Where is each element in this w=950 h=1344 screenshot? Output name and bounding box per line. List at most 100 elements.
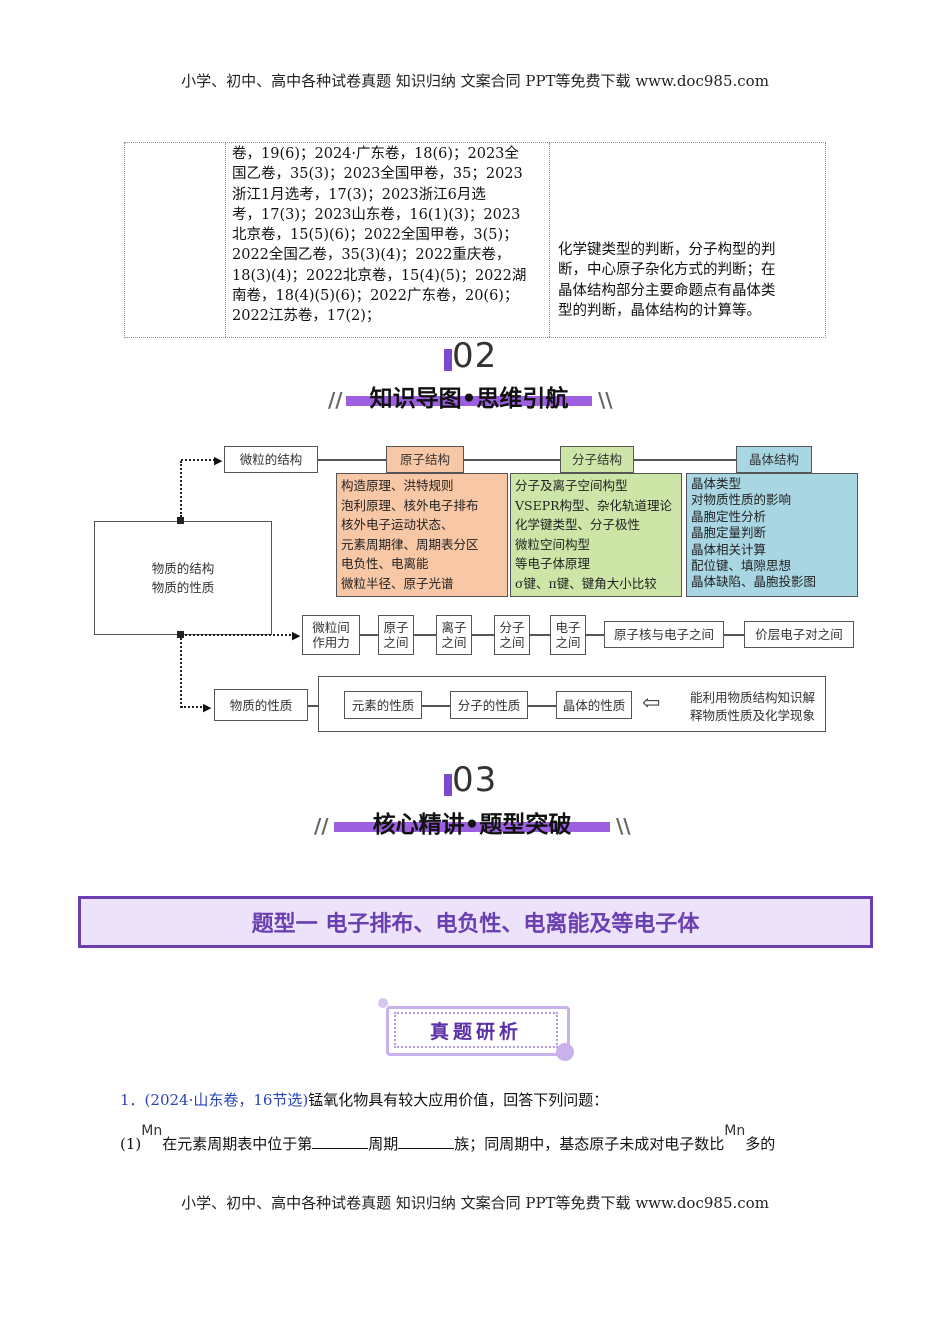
section-title-underline	[346, 396, 592, 406]
between-electrons-box: 电子 之间	[550, 615, 586, 655]
molecule-structure-title: 分子结构	[560, 446, 634, 473]
slash-left-icon: //	[314, 814, 329, 838]
connector-node	[177, 517, 184, 524]
exam-line: 国乙卷，35(3)；2023全国甲卷，35；2023	[232, 166, 523, 183]
property-box: 物质的性质	[214, 689, 308, 721]
slash-right-icon: \\	[616, 814, 631, 838]
atom-item: 核外电子运动状态、	[341, 517, 454, 532]
section-03-number: 03	[452, 760, 498, 800]
exam-line: 南卷，18(4)(5)(6)；2022广东卷，20(6)；	[232, 288, 519, 305]
arrow-right-icon: ▶	[292, 629, 301, 642]
crystal-structure-details: 晶体类型 对物质性质的影响 晶胞定性分析 晶胞定量判断 晶体相关计算 配位键、填…	[686, 473, 858, 597]
atom-item: 元素周期律、周期表分区	[341, 536, 479, 552]
nucleus-electron-box: 原子核与电子之间	[604, 621, 724, 648]
crystal-item: 晶胞定性分析	[691, 508, 767, 524]
exam-table	[124, 142, 826, 338]
section-02-title: 知识导图•思维引航	[369, 386, 569, 412]
molecule-item: 分子及离子空间构型	[515, 478, 628, 493]
focus-line: 化学键类型的判断，分子构型的判	[558, 242, 776, 258]
connector-node	[177, 631, 184, 638]
note-line: 释物质性质及化学现象	[690, 708, 816, 723]
question-source: (2024·山东卷，16节选)	[144, 1091, 309, 1109]
connector-line	[318, 459, 386, 461]
page-footer: 小学、初中、高中各种试卷真题 知识归纳 文案合同 PPT等免费下载 www.do…	[181, 1194, 769, 1212]
section-02-number: 02	[452, 336, 498, 376]
arrow-right-icon: ▶	[214, 454, 223, 467]
property-note: 能利用物质结构知识解 释物质性质及化学现象	[690, 689, 815, 725]
focus-line: 晶体结构部分主要命题点有晶体类	[558, 282, 776, 299]
crystal-item: 晶体相关计算	[691, 541, 767, 557]
crystal-item: 晶体缺陷、晶胞投影图	[691, 574, 817, 590]
connector-line	[586, 634, 604, 636]
connector-line	[634, 459, 736, 461]
connector-line	[360, 634, 378, 636]
element-property-box: 元素的性质	[344, 691, 422, 719]
focus-line: 型的判断，晶体结构的计算等。	[558, 302, 761, 319]
atom-item: 电负性、电离能	[341, 556, 429, 571]
connector-line	[530, 634, 550, 636]
answer-blank[interactable]	[398, 1134, 455, 1149]
dotted-connector	[181, 634, 295, 636]
section-03-title: 核心精讲•题型突破	[372, 812, 572, 838]
section-number-bar	[444, 774, 452, 796]
exam-line: 18(3)(4)；2022北京卷，15(4)(5)；2022湖	[232, 267, 527, 284]
crystal-structure-title: 晶体结构	[736, 446, 812, 473]
crystal-item: 对物质性质的影响	[691, 492, 792, 508]
mn-symbol: Mn	[141, 1123, 163, 1139]
between-ions-box: 离子 之间	[436, 615, 472, 655]
atom-item: 构造原理、洪特规则	[341, 478, 454, 493]
center-line: 物质的结构	[151, 561, 215, 576]
decor-dot	[378, 998, 388, 1008]
exam-line: 2022全国乙卷，35(3)(4)；2022重庆卷，	[232, 247, 511, 264]
molecule-item: σ键、π键、键角大小比较	[515, 575, 657, 591]
crystal-property-box: 晶体的性质	[556, 691, 632, 719]
crystal-item: 配位键、填隙思想	[691, 558, 792, 574]
exam-list-cell: 卷，19(6)；2024·广东卷，18(6)；2023全 国乙卷，35(3)；2…	[232, 144, 544, 327]
arrow-right-icon: ▶	[203, 701, 212, 714]
dotted-connector	[180, 638, 182, 708]
atom-item: 泡利原理、核外电子排布	[341, 497, 479, 513]
part-text-d: 多的	[745, 1135, 776, 1153]
part-label: (1)	[120, 1135, 142, 1153]
part-text-c: 族；同周期中，基态原子未成对电子数比	[454, 1135, 725, 1153]
exam-line: 北京卷，15(5)(6)；2022全国甲卷，3(5)；	[232, 227, 518, 244]
question-type-banner: 题型一 电子排布、电负性、电离能及等电子体	[78, 896, 873, 948]
banner-title: 题型一 电子排布、电负性、电离能及等电子体	[251, 912, 700, 937]
part-text-b: 周期	[368, 1135, 399, 1153]
connector-line	[528, 705, 556, 707]
center-line: 物质的性质	[151, 580, 215, 595]
molecule-item: 微粒空间构型	[515, 536, 591, 552]
question-line-2: (1)Mn在元素周期表中位于第周期族；同周期中，基态原子未成对电子数比Mn多的	[120, 1123, 776, 1155]
exam-line: 浙江1月选考，17(3)；2023浙江6月选	[232, 186, 486, 203]
crystal-item: 晶胞定量判断	[691, 525, 767, 541]
between-molecules-box: 分子 之间	[494, 615, 530, 655]
molecule-item: 化学键类型、分子极性	[515, 517, 641, 532]
section-number-bar	[444, 349, 452, 371]
page-header: 小学、初中、高中各种试卷真题 知识归纳 文案合同 PPT等免费下载 www.do…	[181, 72, 769, 90]
interaction-box: 微粒间 作用力	[302, 615, 360, 655]
molecule-item: VSEPR构型、杂化轨道理论	[515, 497, 673, 513]
center-box: 物质的结构 物质的性质	[94, 521, 272, 635]
planet-icon	[556, 1043, 574, 1061]
crystal-item: 晶体类型	[691, 476, 742, 491]
part-text-a: 在元素周期表中位于第	[162, 1135, 313, 1153]
exam-line: 2022江苏卷，17(2)；	[232, 308, 381, 325]
section-title-underline	[334, 822, 610, 832]
question-number: 1．	[120, 1091, 145, 1109]
atom-structure-details: 构造原理、洪特规则 泡利原理、核外电子排布 核外电子运动状态、 元素周期律、周期…	[336, 473, 508, 597]
atom-item: 微粒半径、原子光谱	[341, 575, 454, 591]
answer-blank[interactable]	[312, 1134, 369, 1149]
connector-line	[472, 634, 494, 636]
focus-cell: 化学键类型的判断，分子构型的判 断，中心原子杂化方式的判断；在 晶体结构部分主要…	[558, 240, 820, 321]
focus-line: 断，中心原子杂化方式的判断；在	[558, 262, 776, 279]
question-stem: 锰氧化物具有较大应用价值，回答下列问题：	[308, 1091, 609, 1109]
hollow-arrow-left-icon: ⇦	[642, 691, 661, 716]
badge-frame	[386, 1006, 570, 1056]
particle-structure-box: 微粒的结构	[224, 446, 318, 473]
molecule-property-box: 分子的性质	[450, 691, 528, 719]
mn-symbol: Mn	[724, 1123, 746, 1139]
dotted-connector	[181, 706, 205, 708]
dotted-connector	[180, 461, 182, 517]
slash-left-icon: //	[328, 388, 343, 412]
badge-title: 真题研析	[394, 1012, 558, 1048]
